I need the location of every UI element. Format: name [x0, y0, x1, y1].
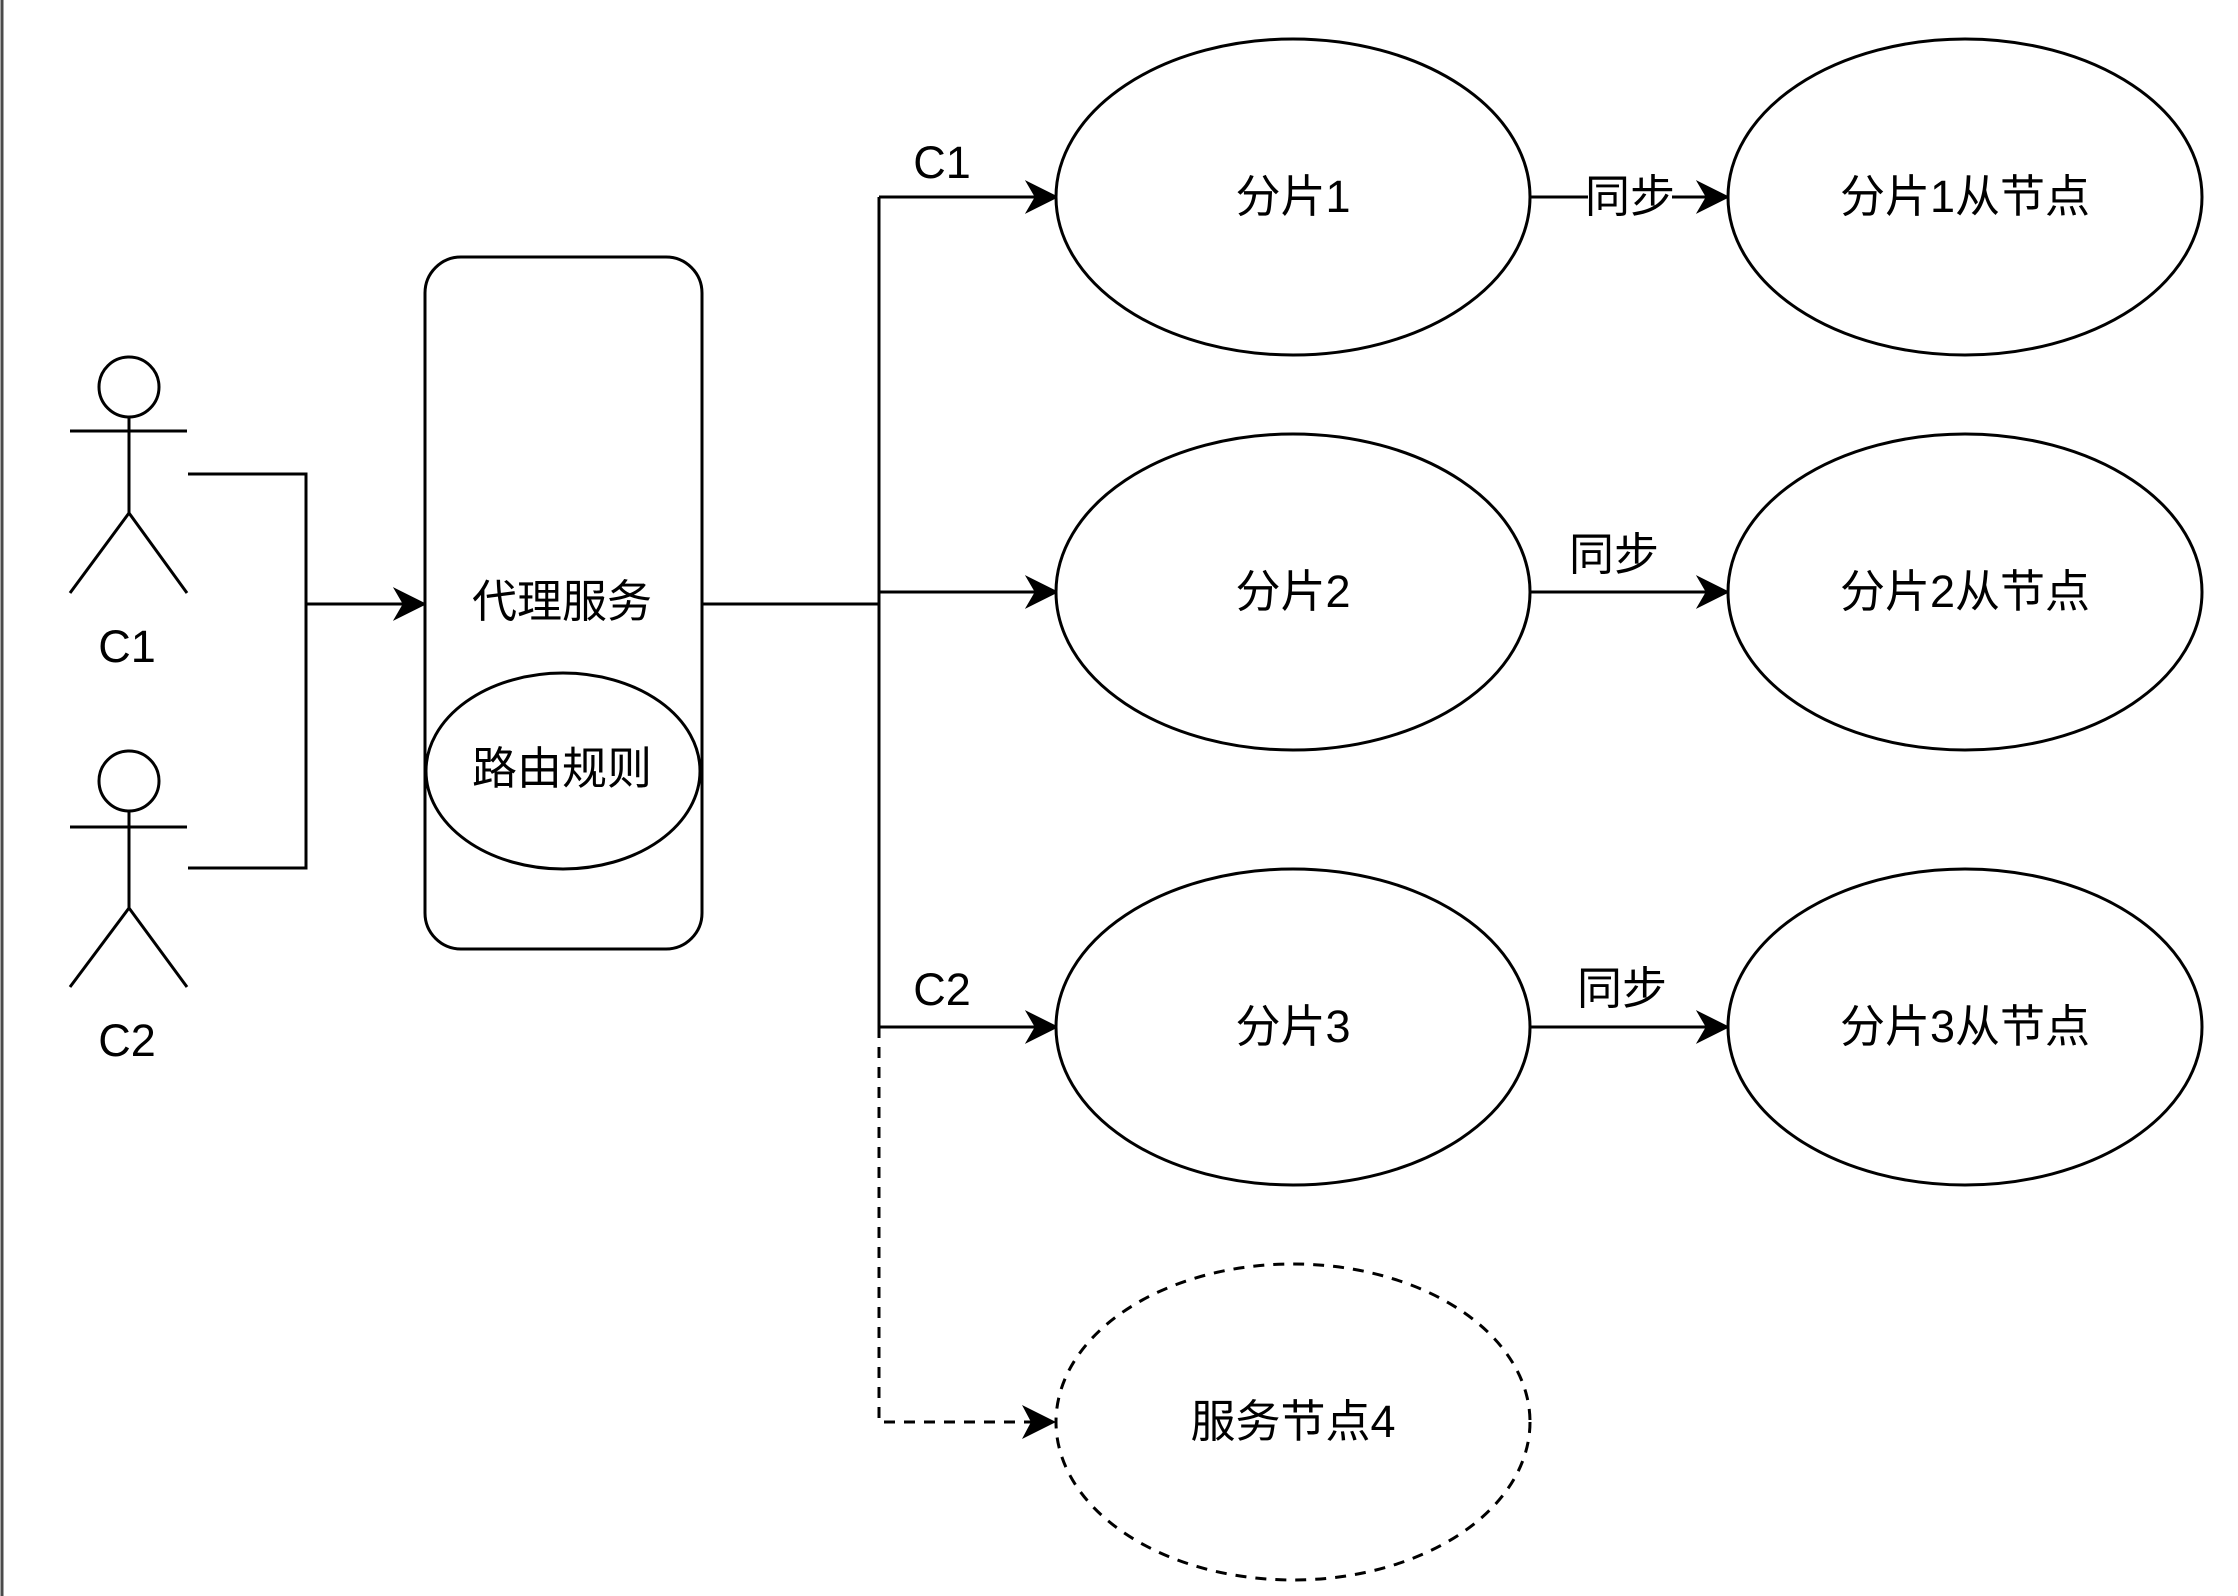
route-to-new-node — [877, 1027, 1050, 1424]
actor-c1-label: C1 — [98, 621, 156, 672]
proxy-service-label: 代理服务 — [472, 576, 652, 627]
route-to-new-node-line — [877, 1027, 1050, 1424]
route-label-c1: C1 — [913, 137, 971, 188]
connector-c1 — [188, 472, 308, 604]
actor-c2-leg-left — [68, 907, 131, 988]
actor-c2[interactable] — [68, 749, 189, 988]
routing-rule-label: 路由规则 — [472, 743, 652, 794]
actor-c1[interactable] — [68, 355, 189, 594]
route-to-new-node-arrowhead — [1022, 1405, 1056, 1439]
shard1-label: 分片1 — [1235, 171, 1350, 222]
actor-c1-leg-left — [68, 512, 131, 594]
new-service-node-label: 服务节点4 — [1190, 1396, 1395, 1447]
connector-c2 — [188, 604, 308, 870]
shard3-sync-label: 同步 — [1577, 963, 1667, 1014]
shard3-replica-label: 分片3从节点 — [1840, 1001, 2090, 1052]
shard2-replica-label: 分片2从节点 — [1840, 566, 2090, 617]
shard2-label: 分片2 — [1235, 566, 1350, 617]
actor-c2-leg-right — [127, 907, 189, 988]
shard3-label: 分片3 — [1235, 1001, 1350, 1052]
new-service-node[interactable] — [1054, 1262, 1532, 1582]
shard1-sync-label: 同步 — [1585, 171, 1675, 222]
actor-c2-label: C2 — [98, 1015, 156, 1066]
routing-lines — [702, 180, 1059, 1044]
actor-c1-leg-right — [127, 512, 189, 594]
shard1-replica-label: 分片1从节点 — [1840, 171, 2090, 222]
actor-c2-head — [97, 749, 161, 813]
actor-connectors — [188, 472, 427, 870]
shard2-sync-label: 同步 — [1569, 529, 1659, 580]
actor-c1-head — [97, 355, 161, 419]
route-label-c2: C2 — [913, 964, 971, 1015]
routing-rule-ellipse[interactable] — [424, 671, 702, 871]
